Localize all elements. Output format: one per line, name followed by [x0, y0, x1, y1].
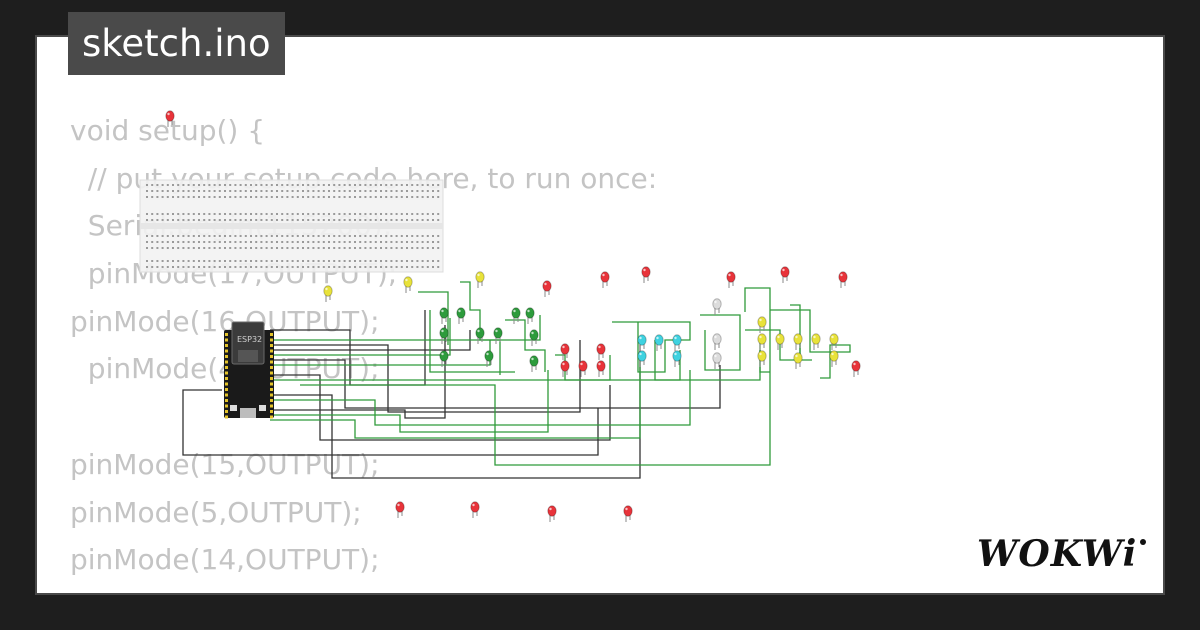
led-icon [811, 333, 821, 350]
led-icon [775, 333, 785, 350]
led-icon [757, 350, 767, 367]
led-icon [712, 298, 722, 315]
led-icon [829, 350, 839, 367]
code-line: pinMode(14,OUTPUT); [70, 543, 380, 577]
led-icon [395, 501, 405, 518]
led-icon [484, 350, 494, 367]
led-icon [439, 307, 449, 324]
breadboard-icon [139, 179, 444, 273]
led-icon [475, 271, 485, 288]
code-line: void setup() { [70, 114, 266, 147]
led-icon [403, 276, 413, 293]
filename-tab: sketch.ino [68, 12, 285, 75]
led-icon [493, 327, 503, 344]
led-icon [456, 307, 466, 324]
led-icon [637, 350, 647, 367]
wokwi-logo-icon: WOKWi [977, 533, 1146, 575]
led-icon [672, 350, 682, 367]
led-icon [829, 333, 839, 350]
led-icon [547, 505, 557, 522]
led-icon [578, 360, 588, 377]
esp32-board-icon: ESP32 [224, 321, 274, 419]
led-icon [654, 334, 664, 351]
green-wires [270, 281, 851, 466]
led-icon [838, 271, 848, 288]
code-line: pinMode(13,OUTPUT); [70, 584, 657, 593]
led-icon [323, 285, 333, 302]
code-line: pinMode(15,OUTPUT); [70, 447, 380, 481]
led-icon [542, 280, 552, 297]
led-icon [470, 501, 480, 518]
led-icon [623, 505, 633, 522]
board-label: ESP32 [237, 335, 262, 344]
led-icon [672, 334, 682, 351]
led-icon [475, 327, 485, 344]
led-icon [712, 333, 722, 350]
led-icon [757, 333, 767, 350]
led-icon [439, 350, 449, 367]
led-icon [712, 352, 722, 369]
led-icon [596, 360, 606, 377]
led-icon [793, 352, 803, 369]
led-icon [165, 110, 175, 127]
code-line: pinMode(5,OUTPUT); [70, 495, 362, 529]
led-icon [560, 360, 570, 377]
led-array [165, 110, 861, 522]
led-icon [757, 316, 767, 333]
led-icon [511, 307, 521, 324]
led-icon [793, 333, 803, 350]
dark-wires [182, 310, 721, 479]
led-icon [529, 355, 539, 372]
led-icon [596, 343, 606, 360]
led-icon [529, 329, 539, 346]
led-icon [637, 334, 647, 351]
led-icon [600, 271, 610, 288]
led-icon [439, 327, 449, 344]
led-icon [851, 360, 861, 377]
led-icon [726, 271, 736, 288]
led-icon [780, 266, 790, 283]
led-icon [641, 266, 651, 283]
wokwi-logo-text: WOKWi [977, 533, 1137, 575]
led-icon [560, 343, 570, 360]
led-icon [525, 307, 535, 324]
